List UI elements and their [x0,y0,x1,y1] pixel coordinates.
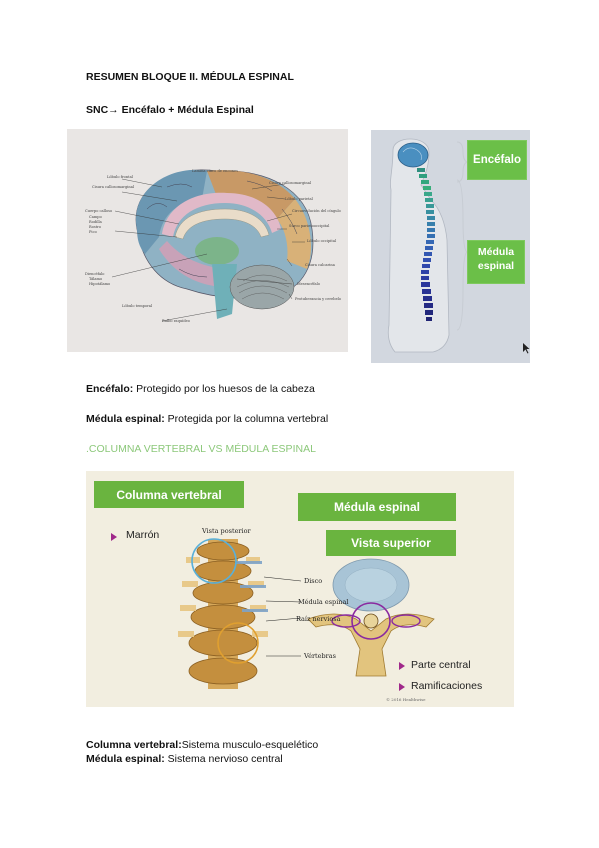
vertebra-top-view [307,558,435,677]
definition-medula: Médula espinal: Sistema nervioso central [86,752,318,766]
brain-illustration [111,169,314,322]
encefalo-box: Encéfalo [467,140,527,180]
label-pico: Pico [89,230,97,234]
vista-posterior-label: Vista posterior [202,527,251,535]
ramificaciones-label: Ramificaciones [411,680,483,692]
bullet-triangle-icon [399,683,405,691]
snc-rest: Encéfalo + Médula Espinal [118,104,254,116]
label-protuberancia: Protuberancia y cerebelo [295,297,342,301]
columna-vs-medula-image: Columna vertebral Médula espinal Vista s… [86,471,514,707]
medula-espinal-box: Médula espinal [467,240,525,284]
label-lobulo-temporal: Lóbulo temporal [122,304,153,308]
spine-illustration [178,538,435,689]
body-spine-image: Encéfalo Médula espinal [371,130,530,363]
bullet-triangle-icon [111,533,117,541]
vertebral-column [178,538,302,689]
label-lamina: Lamina cinco de encones [192,169,238,173]
snc-prefix: SNC [86,104,109,116]
vertebras-label: Vértebras [304,652,336,660]
medula-box-line2: espinal [477,260,515,272]
definition-columna-text: Sistema musculo-esquelético [181,739,319,751]
section-title: .COLUMNA VERTEBRAL VS MÉDULA ESPINAL [86,443,316,455]
label-cuerpo-calloso: Cuerpo calloso [85,209,113,213]
medula-box-line1: Médula [477,246,515,258]
label-lobulo-parietal: Lóbulo parietal [285,197,313,201]
copyright-text: © 2016 Healthwise [386,697,426,702]
encefalo-label: Encéfalo: [86,383,134,395]
parte-central-label: Parte central [411,659,471,671]
body-outline-illustration [387,138,530,354]
medula-label: Médula espinal: [86,413,165,425]
encefalo-description: Encéfalo: Protegido por los huesos de la… [86,383,315,395]
definition-medula-label: Médula espinal: [86,753,165,765]
snc-line: SNC→ Encéfalo + Médula Espinal [86,104,254,116]
medula-text: Protegida por la columna vertebral [164,413,329,425]
label-cisura-callosomarginal-r: Cisura callosomarginal [269,181,312,185]
label-lobulo-frontal: Lóbulo frontal [107,175,133,179]
label-rostro: Rostro [89,225,102,229]
columna-vertebral-title: Columna vertebral [94,481,244,508]
bullet-triangle-icon [399,662,405,670]
label-talamo: Tálamo [89,277,103,281]
label-cisura-calcarina: Cisura calcarina [305,263,335,267]
vista-superior-title: Vista superior [326,530,456,556]
raiz-nerviosa-label: Raíz nerviosa [296,615,341,623]
label-surco-parietooccipital: Surco parietooccipital [289,224,330,228]
label-mesencefalo: Mesencéfalo [297,282,321,286]
spine-vertebrae [417,168,435,321]
label-hipotalamo: Hipotálamo [89,282,111,286]
brain-sagittal-image: Lóbulo frontal Cisura callosomarginal Cu… [67,129,348,352]
label-circunvolucion: Circunvolución del cíngulo [292,209,341,213]
encefalo-text: Protegido por los huesos de la cabeza [133,383,315,395]
definition-columna: Columna vertebral:Sistema musculo-esquel… [86,738,318,752]
marron-label: Marrón [126,529,160,541]
label-lobulo-occipital: Lóbulo occipital [307,239,337,243]
medula-espinal-label: Médula espinal [298,598,349,606]
page-heading: RESUMEN BLOQUE II. MÉDULA ESPINAL [86,71,294,83]
definition-columna-label: Columna vertebral: [86,739,182,751]
label-encefalo: Diencéfalo [85,272,105,276]
definitions-block: Columna vertebral:Sistema musculo-esquel… [86,738,318,766]
disco-label: Disco [304,577,323,585]
label-cisura-callosomarginal: Cisura callosomarginal [92,185,135,189]
medula-espinal-title: Médula espinal [298,493,456,521]
definition-medula-text: Sistema nervioso central [164,753,283,765]
label-rodilla: Rodilla [89,220,102,224]
medula-description: Médula espinal: Protegida por la columna… [86,413,328,425]
arrow-right-icon: → [108,104,119,116]
label-bulbo-raquideo: Bulbo raquídeo [162,319,190,323]
label-campo: Campo [89,215,102,219]
